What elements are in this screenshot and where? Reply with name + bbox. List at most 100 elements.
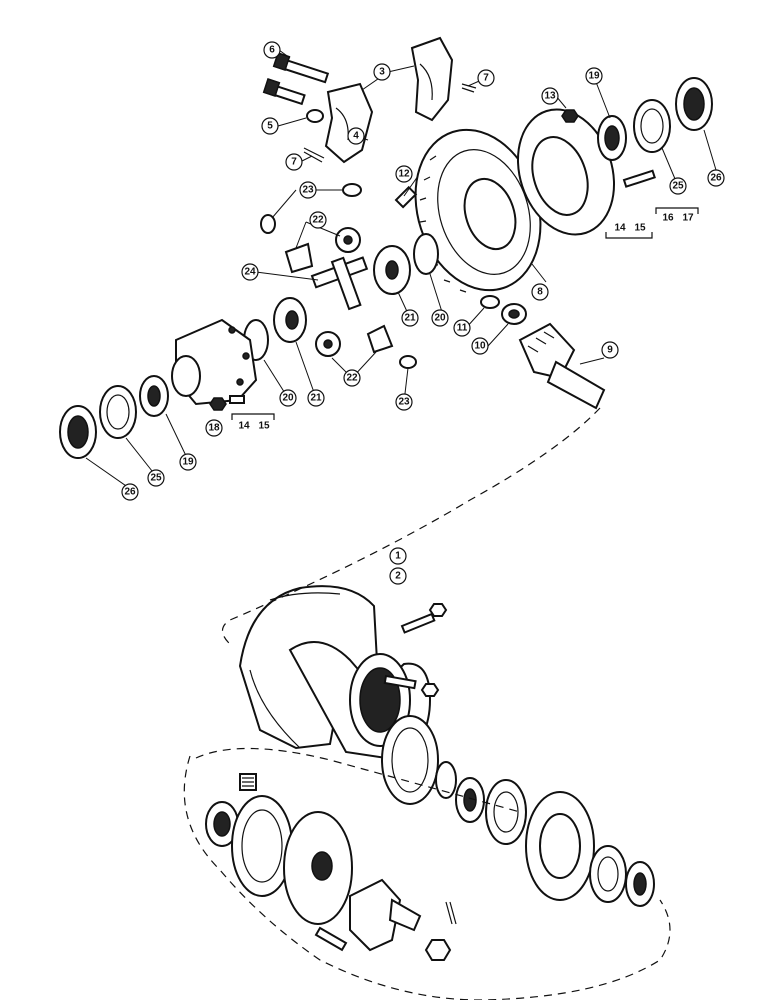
callout-7: 7	[477, 69, 495, 87]
svg-text:2: 2	[395, 571, 401, 582]
callout-3: 3	[373, 63, 391, 81]
callout-12: 12	[395, 165, 413, 183]
bearing-cone-right	[597, 115, 627, 161]
drive-pinion	[518, 322, 606, 410]
svg-text:1: 1	[395, 551, 401, 562]
differential-pinion	[284, 242, 314, 274]
callout-17: 17	[682, 213, 694, 224]
differential-case-left-half	[171, 318, 258, 406]
retainer-gasket	[231, 795, 293, 897]
cap-bolt-long	[272, 52, 330, 84]
thrust-washer	[342, 183, 362, 197]
svg-text:7: 7	[483, 73, 489, 84]
thrust-washer	[260, 214, 276, 234]
svg-text:11: 11	[457, 323, 468, 334]
svg-text:25: 25	[672, 181, 684, 192]
svg-text:23: 23	[398, 397, 410, 408]
svg-text:20: 20	[434, 313, 446, 324]
svg-text:26: 26	[124, 487, 136, 498]
svg-text:13: 13	[544, 91, 556, 102]
callout-4: 4	[347, 127, 365, 145]
housing-stud	[400, 612, 436, 634]
differential-pinion	[315, 331, 341, 357]
differential-case-right-half	[516, 108, 616, 236]
differential-pinion	[335, 227, 361, 253]
pinion-cage	[525, 791, 595, 901]
hex-nut	[420, 683, 440, 697]
bracket-14-15-right: 14 15	[605, 223, 653, 239]
svg-text:24: 24	[244, 267, 256, 278]
callout-21: 21	[307, 389, 325, 407]
bearing-cone-left	[139, 375, 169, 417]
svg-text:22: 22	[312, 215, 324, 226]
callout-8: 8	[531, 283, 549, 301]
svg-text:21: 21	[404, 313, 416, 324]
callout-22: 22	[309, 211, 327, 229]
bearing-cup-left	[99, 385, 137, 439]
bearing-cup-right	[633, 99, 671, 153]
callout-19: 19	[585, 67, 603, 85]
svg-text:26: 26	[710, 173, 722, 184]
svg-text:18: 18	[208, 423, 220, 434]
spring-cotter	[239, 773, 257, 791]
svg-text:25: 25	[150, 473, 162, 484]
thrust-washer	[399, 355, 417, 369]
differential-pinion	[366, 324, 394, 354]
spider-cross	[310, 256, 369, 311]
hex-nut	[561, 109, 579, 123]
callout-7: 7	[285, 153, 303, 171]
pinion-bearing-cone	[455, 777, 485, 823]
callout-25: 25	[669, 177, 687, 195]
callout-23: 23	[395, 393, 413, 411]
callout-23: 23	[299, 181, 317, 199]
case-bolt	[394, 185, 418, 209]
callout-6: 6	[263, 41, 281, 59]
callout-26: 26	[121, 483, 139, 501]
callout-14: 14	[614, 223, 626, 234]
castle-nut	[424, 939, 452, 961]
side-gear-left	[273, 297, 307, 343]
callout-25: 25	[147, 469, 165, 487]
cotter-pin	[445, 901, 457, 925]
svg-text:5: 5	[267, 121, 273, 132]
svg-text:21: 21	[310, 393, 322, 404]
case-bolt	[229, 395, 245, 404]
callout-18: 18	[205, 419, 223, 437]
gasket	[381, 715, 439, 805]
callout-10: 10	[471, 337, 489, 355]
side-gear-right	[373, 245, 411, 295]
callout-20: 20	[431, 309, 449, 327]
companion-flange-yoke	[349, 878, 422, 952]
rear-bearing-cone	[625, 861, 655, 907]
assembly-path-lower	[183, 755, 671, 1000]
callout-2: 2	[389, 567, 407, 585]
callout-13: 13	[541, 87, 559, 105]
cap-bolt-short	[262, 78, 306, 106]
callout-5: 5	[261, 117, 279, 135]
callout-1: 1	[389, 547, 407, 565]
stud	[622, 169, 656, 188]
svg-text:4: 4	[353, 131, 359, 142]
seal-ring	[435, 761, 457, 799]
side-gear-washer	[413, 233, 439, 275]
callout-26: 26	[707, 169, 725, 187]
callout-group: 6375471319122322242021111089222321201819…	[121, 41, 725, 585]
seal-retainer	[283, 811, 353, 925]
callout-15: 15	[258, 421, 270, 432]
callout-9: 9	[601, 341, 619, 359]
svg-text:19: 19	[182, 457, 194, 468]
callout-22: 22	[343, 369, 361, 387]
svg-text:20: 20	[282, 393, 294, 404]
svg-text:10: 10	[474, 341, 486, 352]
svg-text:6: 6	[269, 45, 275, 56]
oil-seal	[205, 801, 239, 847]
adjusting-nut-left	[59, 405, 97, 459]
callout-21: 21	[401, 309, 419, 327]
callout-15: 15	[634, 223, 646, 234]
bracket-16-17: 16 17	[655, 207, 699, 224]
callout-16: 16	[662, 213, 674, 224]
svg-text:22: 22	[346, 373, 358, 384]
callout-14: 14	[238, 421, 250, 432]
pinion-bearing-cup	[485, 779, 527, 845]
